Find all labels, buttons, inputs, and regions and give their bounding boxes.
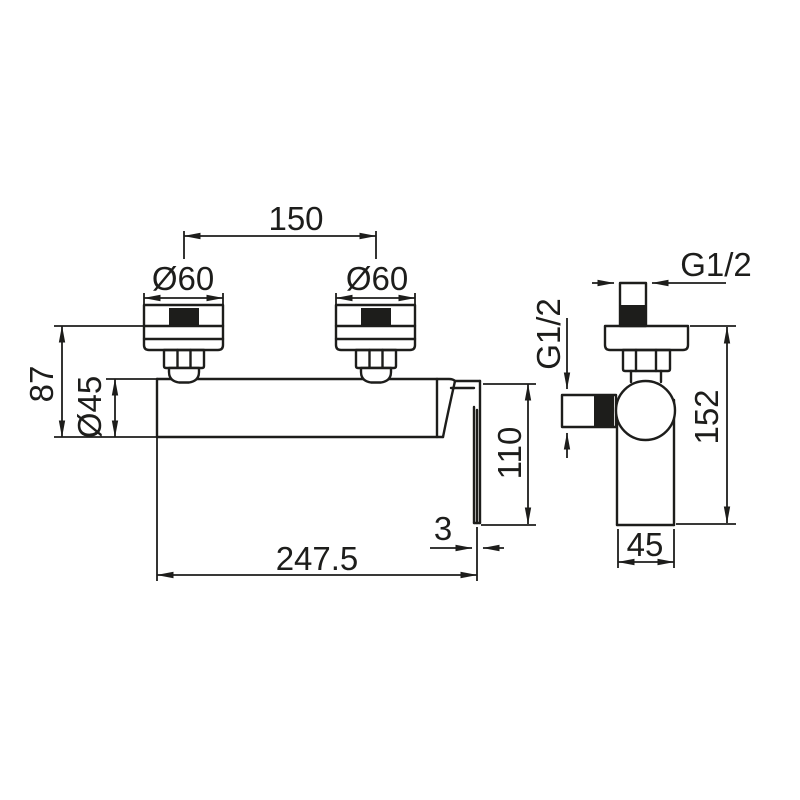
outlet-stub: [560, 393, 618, 429]
dim-handle-thickness: 3: [430, 510, 504, 581]
right-escutcheon: [334, 303, 417, 352]
right-supply-stub-thread: [361, 308, 391, 326]
left-escutcheon: [142, 303, 225, 352]
mixer-body-tube: [155, 377, 457, 439]
side-hex-nut: [621, 348, 672, 373]
dim-label-overall-height: 152: [688, 389, 725, 444]
left-hex-nut: [162, 348, 206, 370]
handle-lever-front: [449, 379, 482, 525]
dim-left-flange-diameter: Ø60: [143, 260, 224, 305]
dim-label-supply-thread: G1/2: [680, 246, 752, 283]
dim-label-overall-width: 247.5: [276, 540, 359, 577]
outlet-thread: [594, 395, 614, 427]
right-wall-flange: [334, 303, 417, 384]
dim-right-flange-diameter: Ø60: [335, 260, 416, 305]
supply-stub-side: [618, 281, 648, 328]
dim-label-outlet-thread: G1/2: [530, 298, 567, 370]
dim-label-wall-offset: 87: [23, 366, 60, 403]
dim-label-mounting-centers: 150: [268, 200, 323, 237]
supply-thread: [620, 305, 646, 326]
front-view: 150 Ø60 Ø60 87 Ø45: [23, 200, 536, 581]
dim-label-handle-length: 110: [491, 427, 528, 480]
left-wall-flange: [142, 303, 225, 384]
dim-label-right-flange-diameter: Ø60: [346, 260, 408, 297]
dim-label-body-diameter: Ø45: [71, 376, 108, 438]
dim-label-body-depth: 45: [627, 526, 664, 563]
side-view: G1/2 G1/2 152 45: [530, 246, 752, 568]
valve-body-circle: [614, 379, 677, 442]
side-wall-flange: [603, 324, 690, 384]
dim-label-handle-thickness: 3: [434, 510, 452, 547]
left-dome-cap: [167, 366, 201, 384]
dim-handle-length: 110: [481, 383, 536, 526]
dim-mounting-centers: 150: [183, 200, 377, 259]
dim-overall-height: 152: [676, 325, 736, 525]
cartridge-neck: [629, 369, 663, 384]
dim-body-diameter: Ø45: [71, 376, 157, 438]
dim-supply-thread: G1/2: [592, 246, 752, 287]
right-dome-cap: [359, 366, 393, 384]
side-escutcheon: [603, 324, 690, 352]
dim-body-depth: 45: [617, 526, 675, 568]
dim-label-left-flange-diameter: Ø60: [152, 260, 214, 297]
right-hex-nut: [354, 348, 398, 370]
dim-wall-offset: 87: [23, 325, 157, 438]
dim-overall-width: 247.5: [156, 437, 478, 581]
dim-outlet-thread: G1/2: [530, 298, 571, 458]
left-supply-stub-thread: [169, 308, 199, 326]
